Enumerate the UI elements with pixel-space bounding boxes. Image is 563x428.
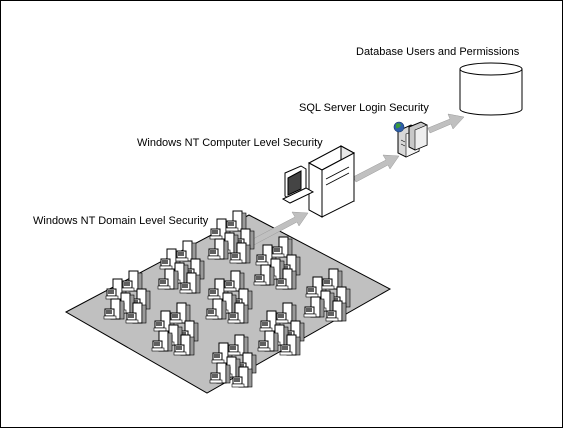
computer-level-label: Windows NT Computer Level Security xyxy=(137,137,323,149)
arrow-computer-to-sql xyxy=(352,154,400,183)
sql-login-label: SQL Server Login Security xyxy=(299,102,429,114)
sql-server-icon xyxy=(393,121,428,158)
arrow-domain-to-computer xyxy=(248,211,309,247)
database-cylinder-icon xyxy=(459,62,523,116)
database-label: Database Users and Permissions xyxy=(356,46,520,58)
arrow-sql-to-database xyxy=(427,113,465,134)
server-computer-icon xyxy=(281,145,356,218)
domain-level-label: Windows NT Domain Level Security xyxy=(33,215,209,227)
workstation-icon xyxy=(121,270,143,292)
workstation-icon xyxy=(225,210,247,232)
workstation-grid xyxy=(103,210,351,388)
workstation-icon xyxy=(175,240,197,262)
